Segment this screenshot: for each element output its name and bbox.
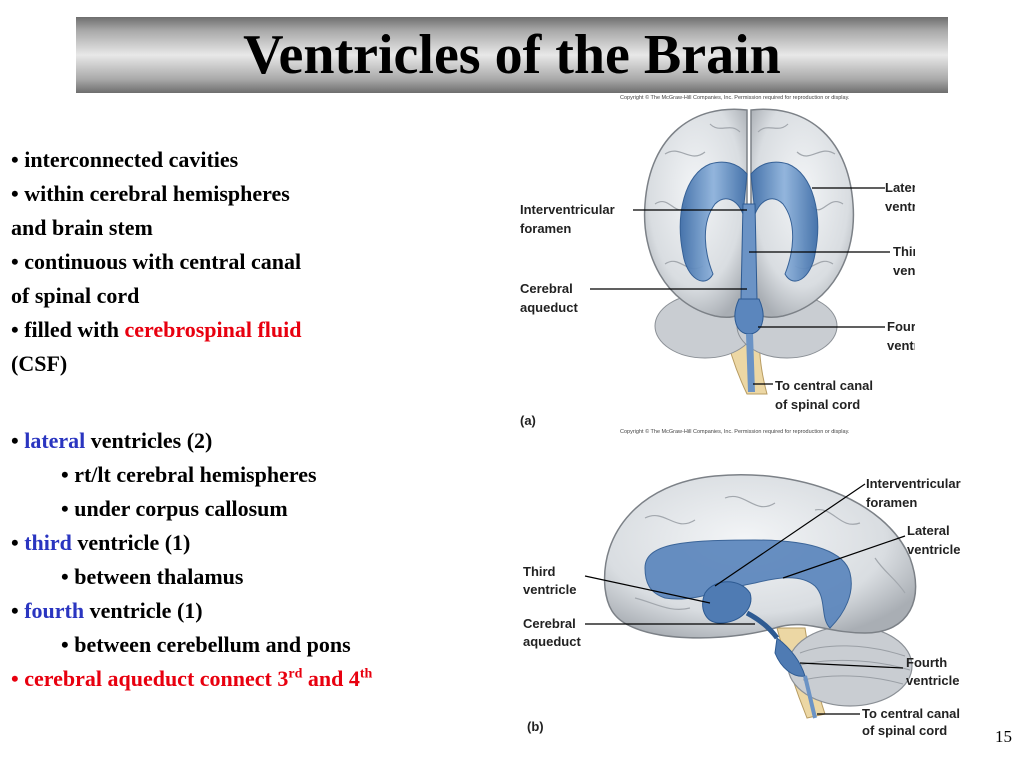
superscript: rd (288, 666, 303, 682)
bullet-text: ventricle (1) (84, 598, 203, 623)
bullet-line: • lateral ventricles (2) (11, 428, 213, 453)
label-central-canal-a: To central canal (775, 378, 873, 393)
figure-b-lateral-view: Copyright © The McGraw-Hill Companies, I… (523, 428, 961, 738)
label-fourth-ventricle-b: ventricle (906, 673, 959, 688)
label-interventricular-foramen-a: Interventricular (520, 202, 615, 217)
third-highlight: third (24, 530, 72, 555)
figure-a-copyright: Copyright © The McGraw-Hill Companies, I… (620, 94, 850, 101)
label-lateral-ventricle-a: Lateral (885, 180, 915, 195)
fourth-ventricle-b (774, 637, 806, 677)
label-cerebral-aqueduct-a: Cerebral (520, 281, 573, 296)
label-central-canal-a: of spinal cord (775, 397, 860, 412)
label-cerebral-aqueduct-b: aqueduct (523, 634, 581, 649)
bullet-text: ventricles (2) (85, 428, 213, 453)
csf-highlight: cerebrospinal fluid (124, 317, 302, 342)
label-third-ventricle-a: ventricle (893, 263, 915, 278)
bullet-text: cerebral aqueduct connect 3 (24, 666, 289, 691)
bullet-text: filled with (24, 317, 125, 342)
label-third-ventricle-b: Third (523, 564, 556, 579)
figure-a-anterior-view: Copyright © The McGraw-Hill Companies, I… (520, 94, 915, 428)
panel-label-b: (b) (527, 719, 544, 734)
figure-b-leader-lines (584, 483, 906, 715)
label-fourth-ventricle-a: Fourth (887, 319, 915, 334)
fourth-ventricle (734, 298, 764, 335)
label-interventricular-foramen-b: Interventricular (866, 476, 961, 491)
label-fourth-ventricle-a: ventricle (887, 338, 915, 353)
sub-bullet-line: • between thalamus (61, 564, 244, 589)
bullet-text: within cerebral hemispheres (24, 181, 290, 206)
bullet-continuation: (CSF) (11, 351, 68, 376)
label-lateral-ventricle-b: Lateral (907, 523, 950, 538)
label-cerebral-aqueduct-b: Cerebral (523, 616, 576, 631)
bullet-text: rt/lt cerebral hemispheres (74, 462, 317, 487)
bullet-line: • interconnected cavities (11, 147, 239, 172)
bullet-text: continuous with central canal (24, 249, 302, 274)
label-cerebral-aqueduct-a: aqueduct (520, 300, 578, 315)
label-interventricular-foramen-b: foramen (866, 495, 917, 510)
left-lateral-ventricle (679, 161, 748, 282)
gyri-pattern-b (634, 495, 906, 610)
bullet-line: • within cerebral hemispheres (11, 181, 290, 206)
lateral-highlight: lateral (24, 428, 86, 453)
figure-a-leader-lines (590, 187, 890, 385)
figure-b-copyright: Copyright © The McGraw-Hill Companies, I… (620, 428, 850, 435)
label-lateral-ventricle-b: ventricle (907, 542, 960, 557)
third-ventricle-b (702, 581, 752, 624)
label-fourth-ventricle-b: Fourth (906, 655, 947, 670)
right-lateral-ventricle (750, 161, 819, 282)
central-canal (746, 334, 755, 392)
bullet-text: between thalamus (74, 564, 244, 589)
label-third-ventricle-b: ventricle (523, 582, 576, 597)
bullet-text: between cerebellum and pons (74, 632, 351, 657)
sub-bullet-line: • between cerebellum and pons (61, 632, 351, 657)
panel-label-a: (a) (520, 413, 536, 428)
superscript: th (359, 666, 373, 682)
bullet-list-ventricles: • lateral ventricles (2) • rt/lt cerebra… (11, 424, 372, 696)
label-third-ventricle-a: Third (893, 244, 915, 259)
sub-bullet-line: • rt/lt cerebral hemispheres (61, 462, 317, 487)
bullet-line: • fourth ventricle (1) (11, 598, 203, 623)
cerebral-aqueduct-b (745, 610, 780, 640)
bullet-text: ventricle (1) (71, 530, 191, 555)
bullet-line: • filled with cerebrospinal fluid (11, 317, 302, 342)
label-central-canal-b: of spinal cord (862, 723, 947, 738)
sub-bullet-line: • under corpus callosum (61, 496, 288, 521)
bullet-list-general: • interconnected cavities • within cereb… (11, 143, 301, 381)
bullet-continuation: and brain stem (11, 215, 153, 240)
label-lateral-ventricle-a: ventricle (885, 199, 915, 214)
fourth-highlight: fourth (24, 598, 85, 623)
bullet-line-aqueduct: • cerebral aqueduct connect 3rd and 4th (11, 666, 373, 691)
label-interventricular-foramen-a: foramen (520, 221, 571, 236)
bullet-text: under corpus callosum (74, 496, 288, 521)
bullet-line: • third ventricle (1) (11, 530, 191, 555)
bullet-text: interconnected cavities (24, 147, 239, 172)
title-bar: Ventricles of the Brain (76, 17, 948, 93)
bullet-text: and 4 (302, 666, 360, 691)
bullet-continuation: of spinal cord (11, 283, 140, 308)
label-central-canal-b: To central canal (862, 706, 960, 721)
bullet-line: • continuous with central canal (11, 249, 302, 274)
page-number: 15 (995, 727, 1012, 746)
slide-title: Ventricles of the Brain (243, 24, 781, 86)
central-canal-b (803, 675, 817, 719)
